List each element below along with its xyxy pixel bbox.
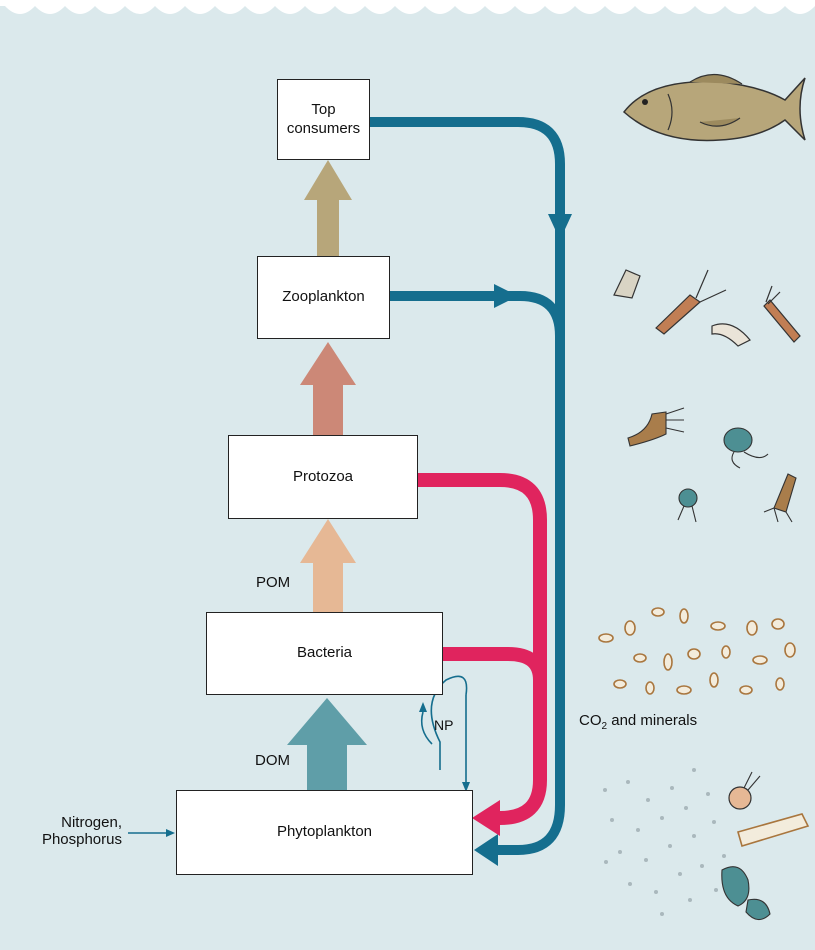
water-surface xyxy=(0,0,815,14)
zooplankton-box: Zooplankton xyxy=(257,256,390,339)
phyto-red-arrowhead xyxy=(472,800,500,836)
zooplankton-icons xyxy=(614,270,800,346)
phyto-to-bacteria-arrow xyxy=(287,698,367,790)
protozoa-icons xyxy=(628,408,796,522)
bacteria-box: Bacteria xyxy=(206,612,443,695)
co2-prefix: CO xyxy=(579,712,602,729)
bacteria-to-protozoa-arrow xyxy=(300,519,356,612)
nutrient-input-arrowhead xyxy=(166,829,175,837)
co2-suffix: and minerals xyxy=(607,712,697,729)
top-consumers-box: Top consumers xyxy=(277,79,370,160)
phyto-blue-arrowhead xyxy=(474,834,498,866)
fish-icon xyxy=(624,74,805,140)
nitrogen-label: Nitrogen, xyxy=(40,814,122,831)
np-label: NP xyxy=(434,717,453,733)
protozoa-to-zooplankton-arrow xyxy=(300,342,356,435)
nutrient-input-label: Nitrogen, Phosphorus xyxy=(40,814,122,848)
protozoa-box: Protozoa xyxy=(228,435,418,519)
top-flow-arrowhead xyxy=(548,214,572,240)
bacteria-icons xyxy=(599,608,795,694)
np-up-arrowhead xyxy=(419,702,427,712)
dom-label: DOM xyxy=(255,752,290,769)
phytoplankton-box: Phytoplankton xyxy=(176,790,473,875)
phosphorus-label: Phosphorus xyxy=(40,831,122,848)
zooplankton-to-top-arrow xyxy=(304,160,352,256)
phytoplankton-icons xyxy=(603,768,808,920)
co2-minerals-label: CO2 and minerals xyxy=(579,712,697,732)
pom-label: POM xyxy=(256,574,290,591)
zoo-flow-arrowhead xyxy=(494,284,518,308)
zooplankton-flow xyxy=(390,296,560,336)
np-up-arrow xyxy=(422,712,432,744)
